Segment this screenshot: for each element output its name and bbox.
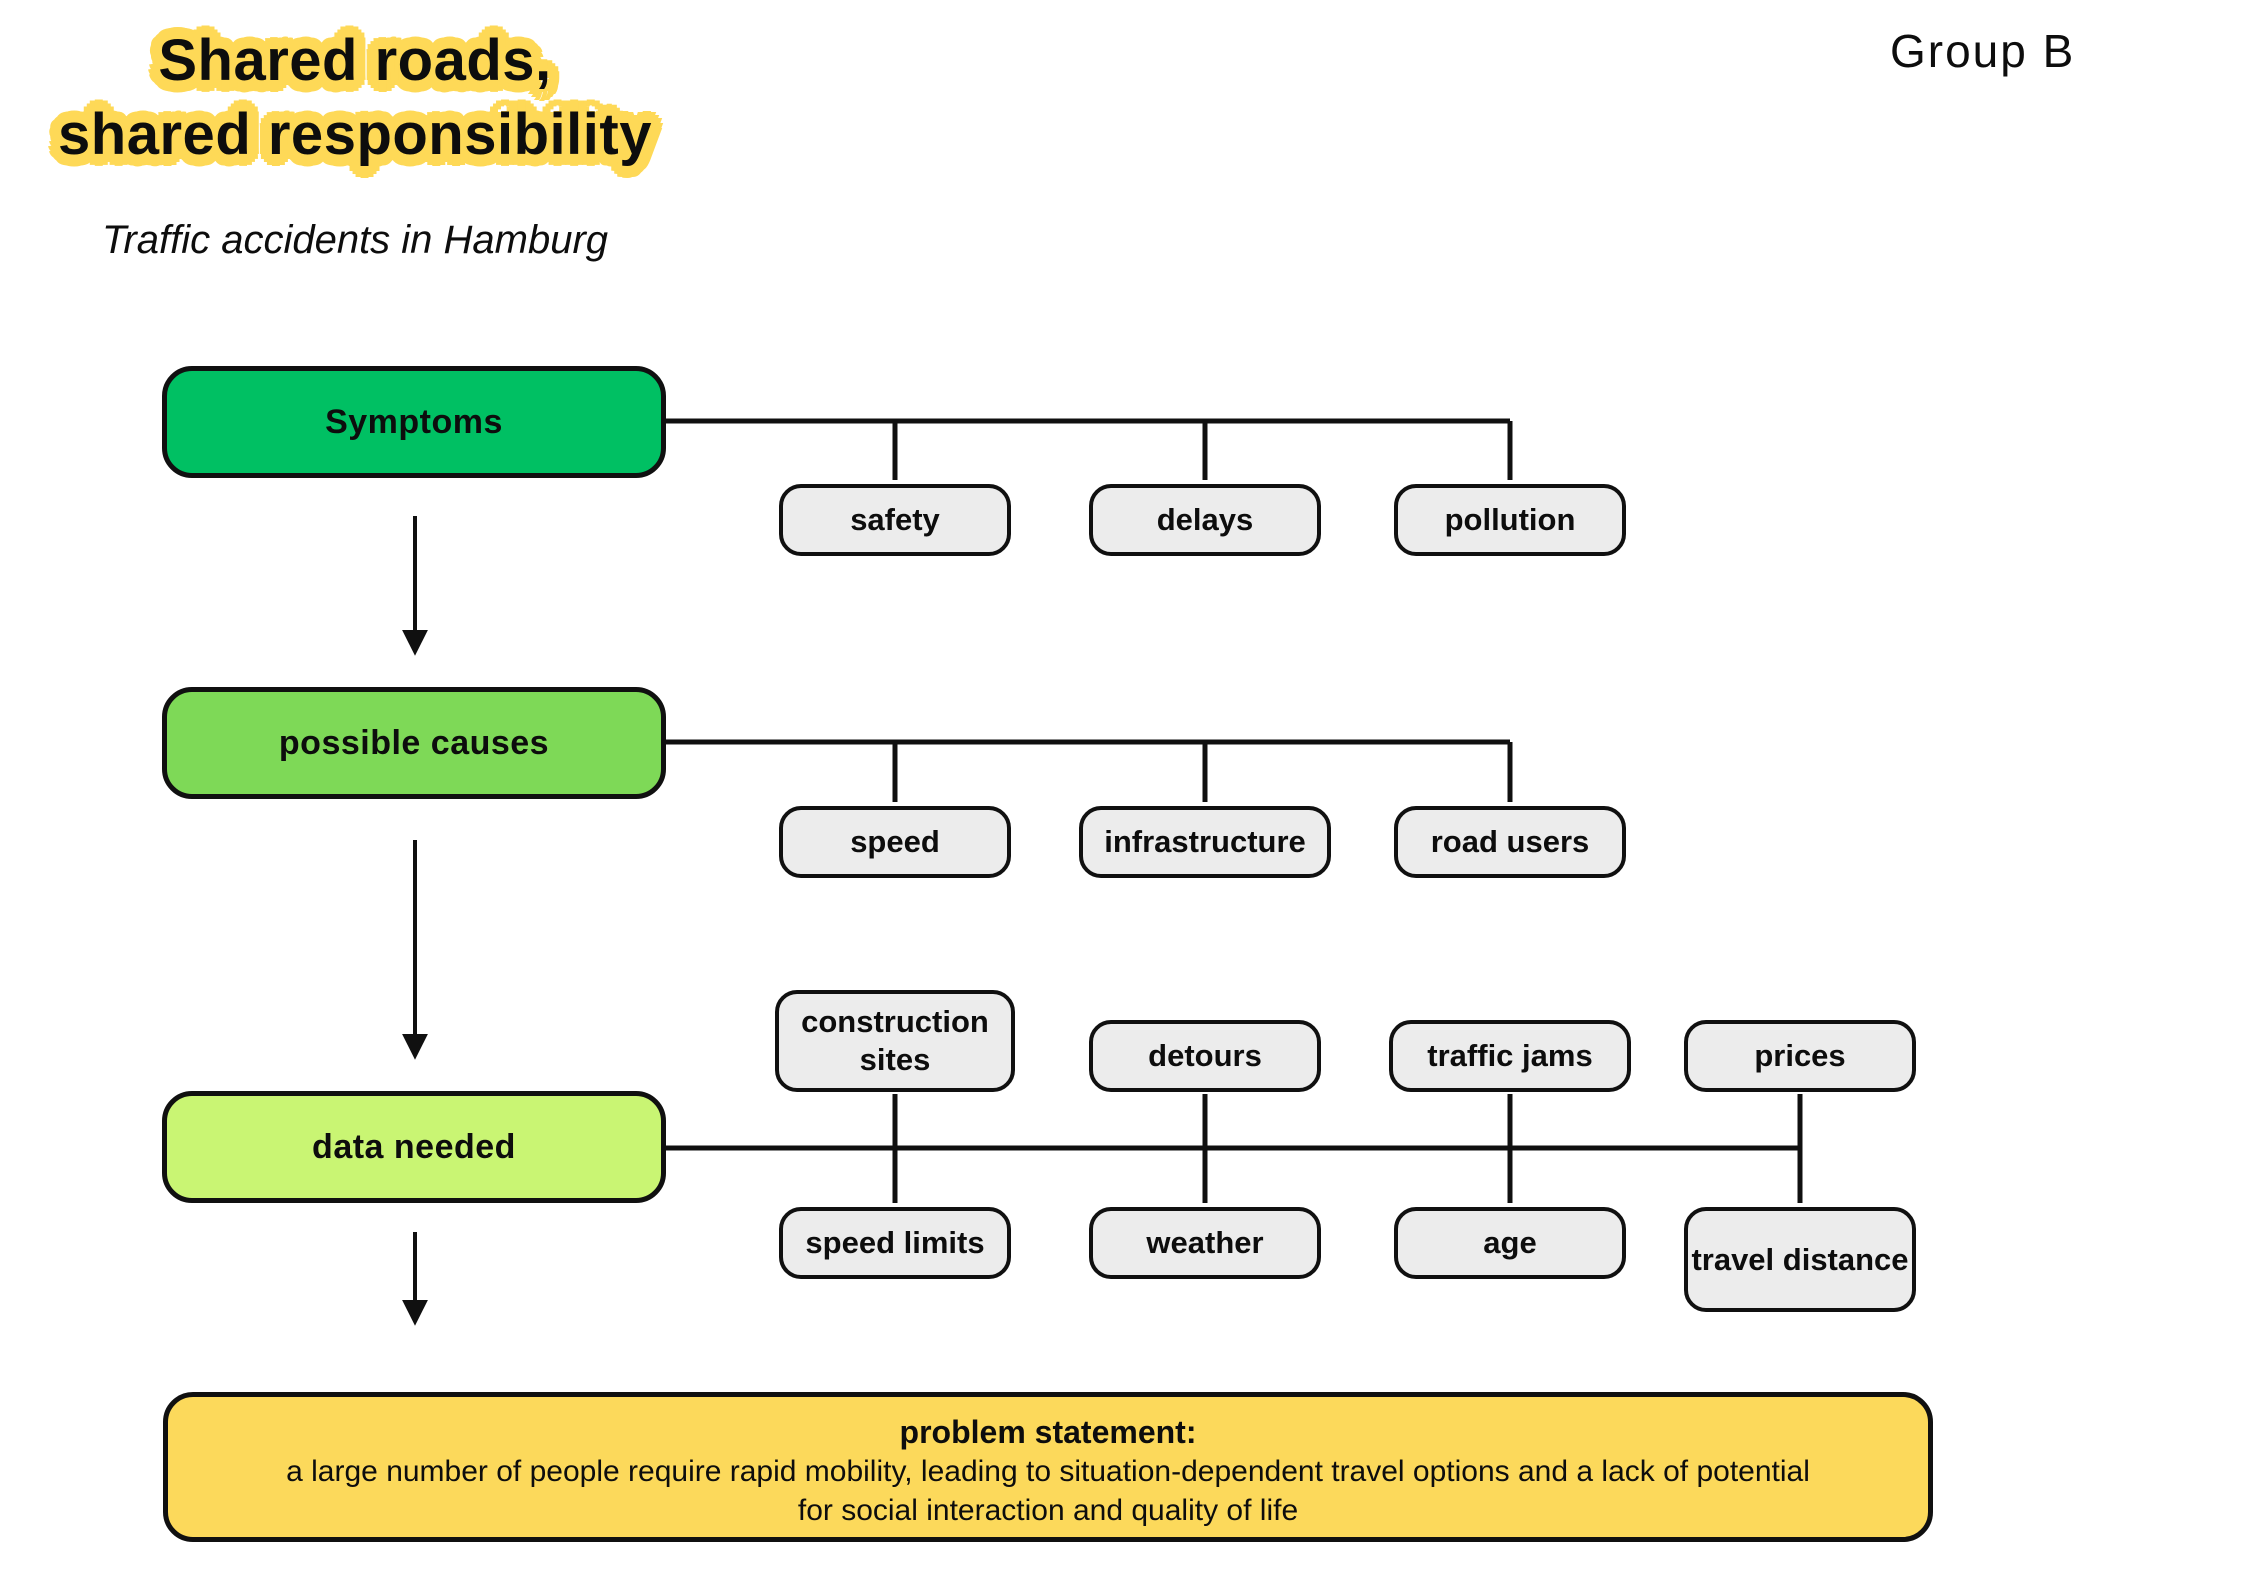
pill-pollution: pollution [1394, 484, 1626, 556]
title-text: Shared roads,shared responsibility [58, 28, 652, 167]
problem-heading: problem statement: [899, 1414, 1197, 1450]
pill-age: age [1394, 1207, 1626, 1279]
title-highlight: Shared roads,shared responsibility [58, 28, 652, 167]
connector-causes-branch [666, 739, 1513, 802]
stage-box-data-needed: data needed [162, 1091, 666, 1203]
pill-weather: weather [1089, 1207, 1321, 1279]
pill-traffic-jams: traffic jams [1389, 1020, 1631, 1092]
problem-body: a large number of people require rapid m… [286, 1455, 1810, 1527]
stage-label: possible causes [278, 723, 550, 762]
poster-title: Shared roads,shared responsibility Share… [40, 24, 670, 172]
pill-speed-limits: speed limits [779, 1207, 1011, 1279]
pill-delays: delays [1089, 484, 1321, 556]
connector-symptoms-branch [666, 418, 1513, 480]
pill-prices: prices [1684, 1020, 1916, 1092]
stage-box-possible-causes: possible causes [162, 687, 666, 799]
pill-construction-sites: construction sites [775, 990, 1015, 1092]
pill-travel-distance: travel distance [1684, 1207, 1916, 1312]
pill-safety: safety [779, 484, 1011, 556]
poster-subtitle: Traffic accidents in Hamburg [101, 218, 609, 262]
problem-statement-box: problem statement: a large number of peo… [163, 1392, 1933, 1542]
stage-box-symptoms: Symptoms [162, 366, 666, 478]
stage-label: Symptoms [325, 402, 503, 441]
pill-detours: detours [1089, 1020, 1321, 1092]
pill-infrastructure: infrastructure [1079, 806, 1331, 878]
connector-data-branch [666, 1094, 1803, 1203]
pill-road-users: road users [1394, 806, 1626, 878]
group-label: Group B [1890, 25, 2076, 77]
stage-label: data needed [312, 1127, 516, 1166]
pill-speed: speed [779, 806, 1011, 878]
